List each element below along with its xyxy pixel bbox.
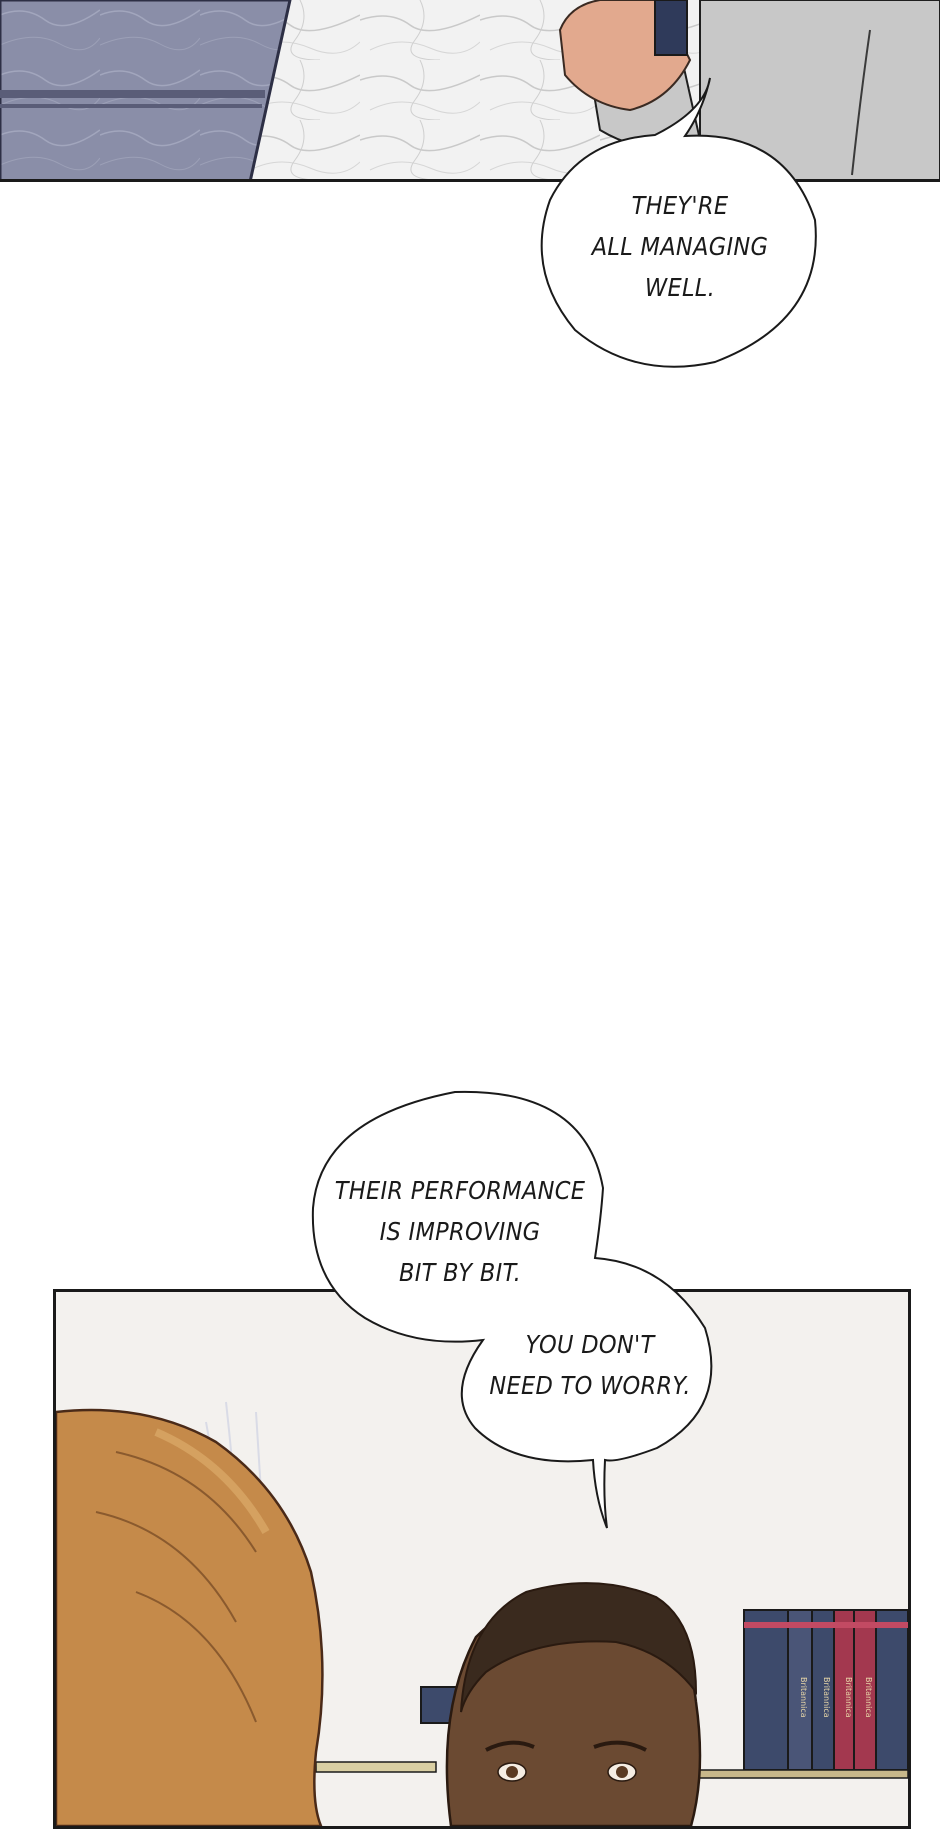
- speech-bubble-middle-text: THEIR PERFORMANCE IS IMPROVING BIT BY BI…: [315, 1170, 605, 1293]
- top-comic-panel: [0, 0, 940, 182]
- pen: [654, 0, 688, 56]
- bookshelf-books: Britannica Britannica Britannica Britann…: [695, 1609, 908, 1779]
- blonde-character-hair: [56, 1408, 324, 1826]
- desk-stripe-thin: [0, 104, 262, 108]
- hair-strands: [95, 1451, 257, 1723]
- top-panel-illustration: [0, 0, 940, 179]
- bubble-line: THEY'RE: [631, 191, 729, 220]
- book-navy: [743, 1609, 789, 1771]
- shelf: [695, 1769, 908, 1779]
- bubble-line: ALL MANAGING: [591, 232, 769, 261]
- hair-highlight: [154, 1428, 270, 1534]
- desk-edge: [315, 1761, 437, 1773]
- book-band: [744, 1622, 908, 1628]
- book-spine-label: Britannica: [844, 1677, 853, 1718]
- eyebrow: [593, 1740, 647, 1752]
- speech-bubble-bottom-text: YOU DON'T NEED TO WORRY.: [480, 1324, 700, 1406]
- book-navy: [875, 1609, 908, 1771]
- pupil: [616, 1766, 628, 1778]
- pupil: [506, 1766, 518, 1778]
- man-hair: [460, 1582, 698, 1713]
- book-spine-label: Britannica: [799, 1677, 808, 1718]
- speech-bubble-group-shape: [311, 1090, 713, 1529]
- bubble-line: YOU DON'T: [525, 1330, 655, 1359]
- speech-bubble-top-text: THEY'RE ALL MANAGING WELL.: [555, 185, 805, 308]
- book-spine-label: Britannica: [864, 1677, 873, 1718]
- book-spine-label: Britannica: [822, 1677, 831, 1718]
- bubble-line: NEED TO WORRY.: [489, 1371, 691, 1400]
- speech-bubble-top-shape: [540, 77, 817, 368]
- bubble-line: THEIR PERFORMANCE: [334, 1176, 586, 1205]
- man-character: [445, 1582, 702, 1826]
- bubble-line: IS IMPROVING: [379, 1217, 541, 1246]
- desk-stripe: [0, 90, 265, 98]
- dark-marble-surface: [0, 0, 292, 179]
- speech-bubble-group: THEIR PERFORMANCE IS IMPROVING BIT BY BI…: [305, 1088, 725, 1533]
- speech-bubble-top: THEY'RE ALL MANAGING WELL.: [535, 70, 825, 370]
- eyebrow: [485, 1740, 535, 1752]
- bubble-line: BIT BY BIT.: [398, 1258, 522, 1287]
- bubble-line: WELL.: [644, 273, 716, 302]
